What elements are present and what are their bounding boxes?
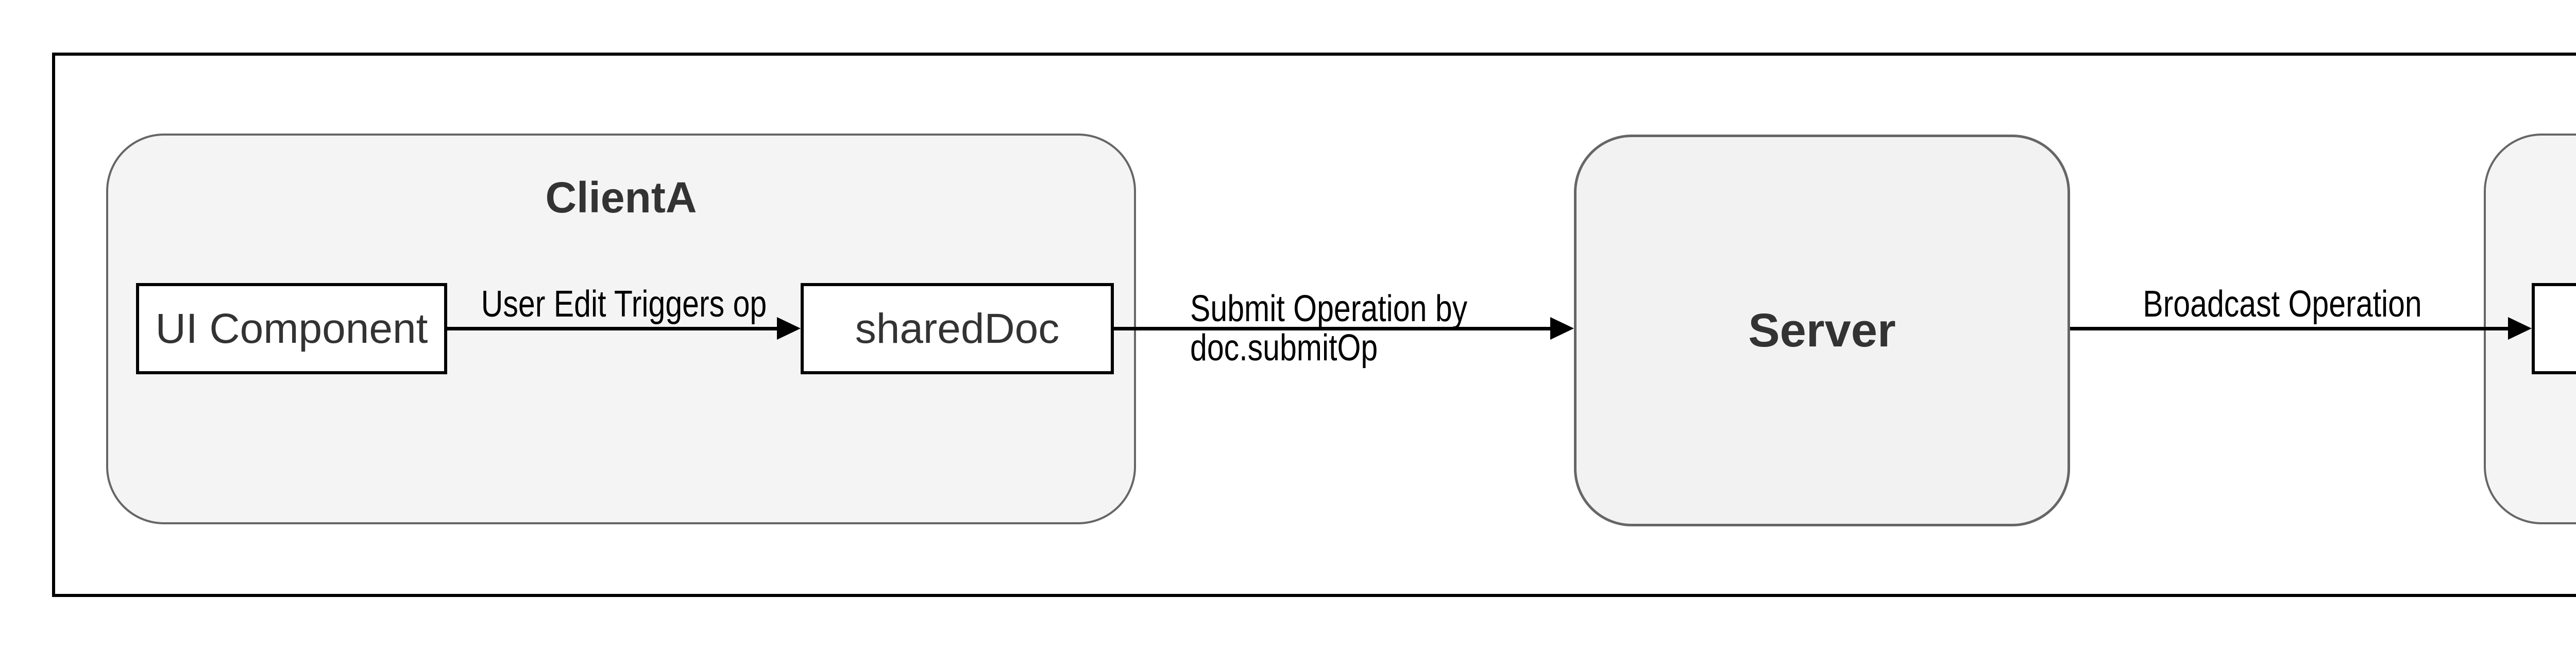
edge-submit-operation-arrowhead-icon bbox=[1550, 317, 1574, 340]
edge-broadcast-operation-label: Broadcast Operation bbox=[2113, 285, 2451, 324]
node-clienta-ui-component: UI Component bbox=[136, 283, 447, 374]
edge-label-line: doc.submitOp bbox=[1190, 327, 1378, 369]
edge-user-edit-line bbox=[447, 327, 782, 330]
edge-submit-operation-label: Submit Operation by doc.submitOp bbox=[1190, 289, 1467, 368]
edge-broadcast-operation-line bbox=[2070, 327, 2513, 330]
edge-user-edit-arrowhead-icon bbox=[777, 317, 801, 340]
node-server: Server bbox=[1574, 135, 2070, 526]
edge-user-edit-label: User Edit Triggers op bbox=[455, 285, 793, 324]
edge-label-line: Submit Operation by bbox=[1190, 288, 1468, 329]
node-clienta-shareddoc: sharedDoc bbox=[801, 283, 1114, 374]
diagram-outer-frame bbox=[52, 53, 2576, 597]
cluster-clientb-title: ClientB bbox=[2486, 172, 2576, 224]
cluster-clienta-title: ClientA bbox=[545, 173, 697, 222]
edge-label-line: Broadcast Operation bbox=[2143, 284, 2422, 325]
node-clientb-shareddoc: sharedDoc bbox=[2532, 283, 2576, 374]
edge-broadcast-operation-arrowhead-icon bbox=[2508, 317, 2532, 340]
edge-submit-operation-line bbox=[1114, 327, 1555, 330]
edge-label-line: User Edit Triggers op bbox=[481, 284, 767, 325]
